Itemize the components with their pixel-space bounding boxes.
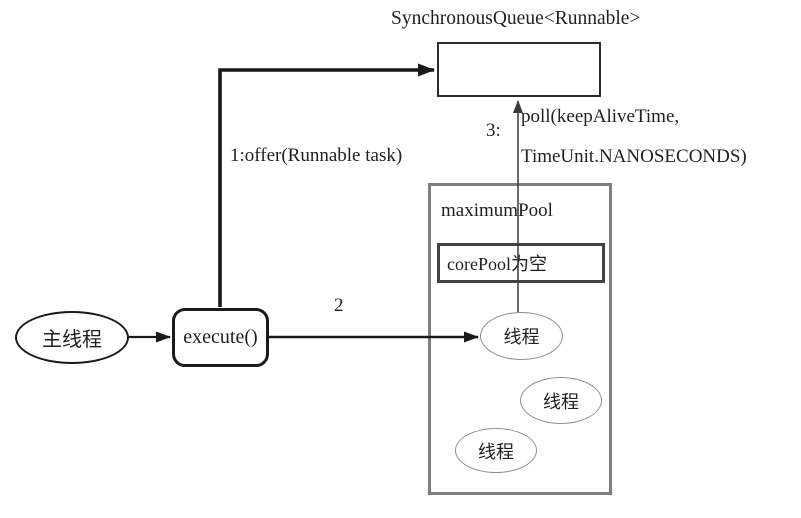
step3-edge-label: 3: (486, 120, 501, 141)
main-thread-label: 主线程 (42, 329, 102, 351)
execute-node: execute() (172, 308, 269, 367)
thread-ellipse-3: 线程 (455, 428, 537, 473)
step2-edge-label: 2 (334, 295, 344, 316)
thread-label: 线程 (478, 441, 514, 462)
thread-label: 线程 (543, 391, 579, 412)
execute-label: execute() (183, 326, 258, 348)
offer-arrow (218, 63, 435, 307)
core-pool-label: corePool为空 (447, 254, 547, 274)
core-pool-box: corePool为空 (437, 243, 605, 283)
synchronous-queue-box (437, 42, 601, 97)
synchronous-queue-title: SynchronousQueue<Runnable> (391, 8, 641, 29)
main-thread-ellipse: 主线程 (15, 311, 129, 364)
thread-ellipse-2: 线程 (520, 377, 602, 424)
offer-edge-label: 1:offer(Runnable task) (230, 145, 403, 166)
maximum-pool-label: maximumPool (441, 200, 553, 221)
poll-label-line2: TimeUnit.NANOSECONDS) (521, 146, 747, 167)
poll-label-line1: poll(keepAliveTime, (521, 106, 680, 127)
thread-ellipse-1: 线程 (480, 312, 563, 360)
thread-label: 线程 (503, 327, 540, 347)
